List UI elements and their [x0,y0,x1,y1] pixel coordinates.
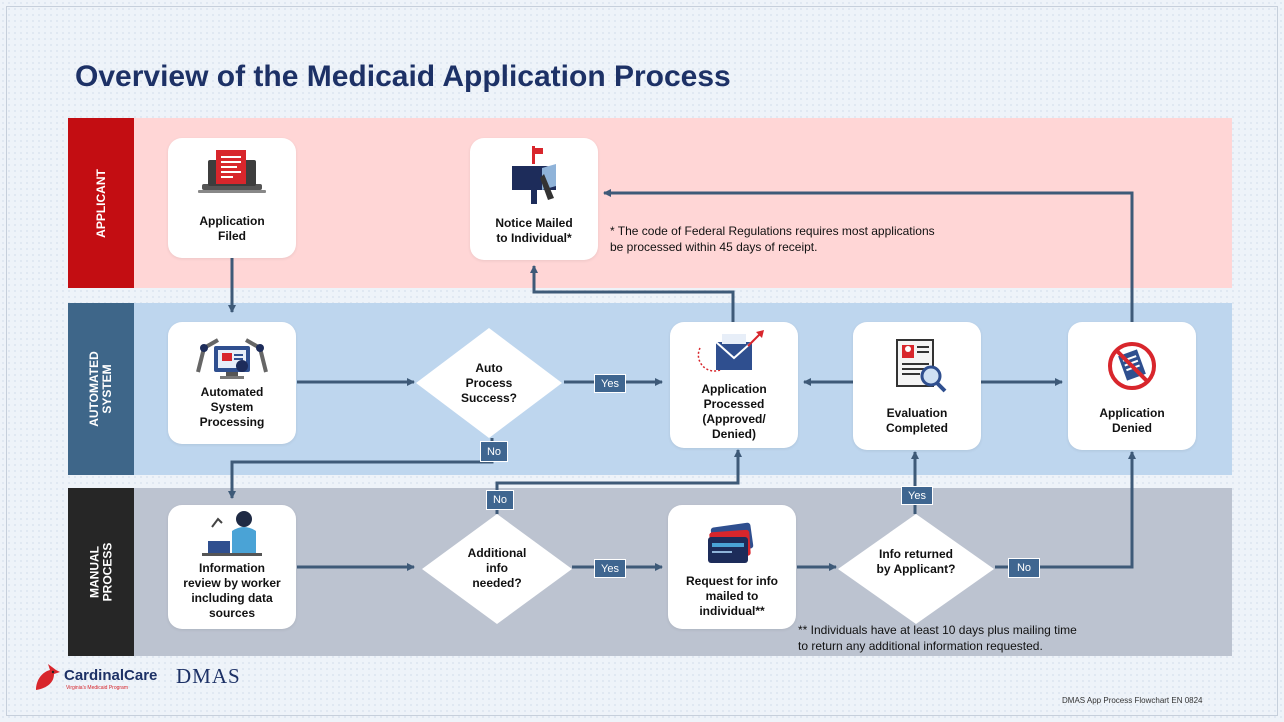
dmas-logo: DMAS [176,664,241,688]
evaluation-completed-card: Evaluation Completed [853,322,981,450]
application-filed-label: Application Filed [199,214,265,243]
federal-regulation-note: * The code of Federal Regulations requir… [610,224,935,254]
request-info-label: Request for info mailed to individual** [686,574,778,618]
automated-processing-label: Automated System Processing [199,385,265,429]
arrow-denied-to-notice [603,189,1134,322]
automated-lane-label: AUTOMATED SYSTEM [68,303,134,475]
info-returned-label: Info returned by Applicant? [876,547,956,576]
arrow-processed-to-notice [530,265,735,322]
request-info-card: Request for info mailed to individual** [668,505,796,629]
arrow-returnedno-to-denied [995,451,1136,569]
info-review-label: Information review by worker including d… [183,561,281,620]
document-magnifier-icon [853,336,981,396]
auto-yes-tag: Yes [594,374,626,393]
arrow-autono-to-review [228,438,494,499]
worker-at-desk-icon [168,507,296,559]
cardinal-bird-icon [36,664,60,690]
additional-info-label: Additional info needed? [467,545,527,590]
application-filed-card: Application Filed [168,138,296,258]
mailbox-icon [470,144,598,206]
evaluation-completed-label: Evaluation Completed [885,406,948,435]
page-title: Overview of the Medicaid Application Pro… [75,60,731,93]
slide-frame [6,6,1278,716]
application-denied-label: Application Denied [1099,406,1165,435]
applicant-lane-label: APPLICANT [68,118,134,288]
auto-success-diamond [416,328,562,438]
auto-success-label: Auto Process Success? [460,360,518,405]
cardinalcare-tagline: Virginia's Medicaid Program [66,685,128,691]
cardinalcare-wordmark: CardinalCare [64,667,158,684]
ten-day-note: ** Individuals have at least 10 days plu… [798,623,1077,653]
auto-no-tag: No [480,441,508,462]
notice-mailed-card: Notice Mailed to Individual* [470,138,598,260]
manual-lane-label: MANUAL PROCESS [68,488,134,656]
cardinalcare-logo: CardinalCare Virginia's Medicaid Program [32,664,182,694]
info-review-card: Information review by worker including d… [168,505,296,629]
robot-arms-computer-icon [168,328,296,388]
additional-yes-tag: Yes [594,559,626,578]
laptop-form-icon [168,146,296,206]
automated-processing-card: Automated System Processing [168,322,296,444]
notice-mailed-label: Notice Mailed to Individual* [495,216,573,245]
returned-yes-tag: Yes [901,486,933,505]
application-processed-label: Application Processed (Approved/ Denied) [701,382,767,441]
stacked-cards-icon [668,517,796,567]
info-returned-diamond [838,514,994,624]
application-denied-card: Application Denied [1068,322,1196,450]
additional-info-diamond [422,514,572,624]
returned-no-tag: No [1008,558,1040,578]
prohibited-document-icon [1068,340,1196,394]
application-processed-card: Application Processed (Approved/ Denied) [670,322,798,448]
additional-no-tag: No [486,490,514,510]
document-id: DMAS App Process Flowchart EN 0824 [1062,696,1203,705]
envelope-send-icon [670,328,798,378]
